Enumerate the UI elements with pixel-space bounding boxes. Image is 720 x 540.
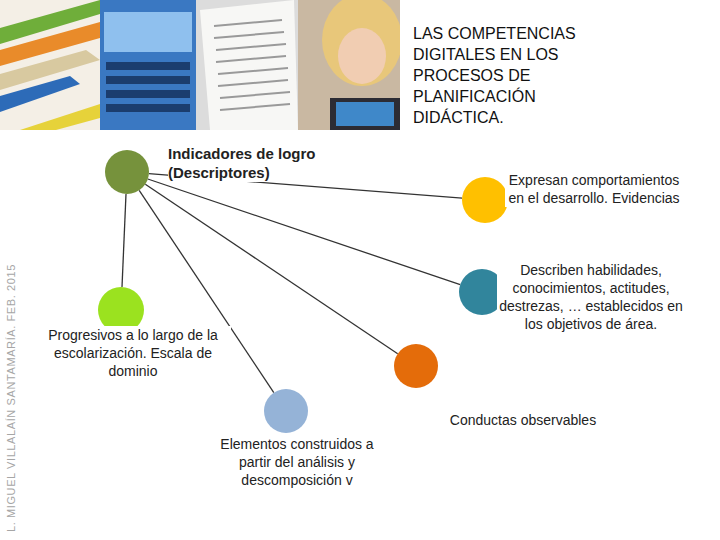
circle-node: Elementos construidos a partir del análi… (264, 389, 308, 433)
circle-label: Progresivos a lo largo de la escolarizac… (35, 326, 231, 380)
pencils-photo (0, 0, 100, 130)
printed-lines (214, 20, 290, 110)
circle-node: Progresivos a lo largo de la escolarizac… (98, 287, 144, 333)
photo-strip (0, 0, 400, 132)
circle-node: Expresan comportamientos en el desarroll… (462, 177, 508, 223)
circle-fill (264, 389, 308, 433)
screen (104, 12, 192, 52)
circle-shape (394, 344, 438, 388)
author-watermark: L. MIGUEL VILLALAÍN SANTAMARÍA. FEB. 201… (5, 264, 18, 532)
tablet (330, 98, 400, 130)
circle-label: Elementos construidos a partir del análi… (205, 435, 389, 489)
circle-fill (394, 344, 438, 388)
hair (322, 0, 400, 86)
circle-fill (105, 150, 149, 194)
book-photo (196, 0, 298, 130)
connector-line (148, 179, 460, 285)
circle-label: Describen habilidades, conocimientos, ac… (497, 261, 685, 333)
circle-shape (105, 150, 149, 194)
keys (106, 76, 190, 84)
pencil (0, 76, 80, 112)
keys (106, 90, 190, 98)
circle-node: Describen habilidades, conocimientos, ac… (459, 269, 505, 315)
circle-shape (264, 389, 308, 433)
face (338, 28, 386, 84)
page (200, 0, 298, 130)
circle-shape (462, 177, 508, 223)
circle-label: Conductas observables (435, 411, 611, 429)
diagram-title: LAS COMPETENCIAS DIGITALES EN LOS PROCES… (413, 23, 603, 128)
circle-fill (462, 177, 508, 223)
circle-label: Expresan comportamientos en el desarroll… (505, 171, 683, 207)
keys (106, 104, 190, 112)
keyboard-photo (100, 0, 196, 130)
pencil (20, 104, 100, 130)
connector-line (122, 194, 126, 287)
heading-label: Indicadores de logro (Descriptores) (168, 144, 358, 182)
keys (106, 62, 190, 70)
circle-node: Conductas observables (394, 344, 438, 388)
circle-node: Indicadores de logro (Descriptores) (105, 150, 149, 194)
tablet-screen (336, 102, 394, 126)
